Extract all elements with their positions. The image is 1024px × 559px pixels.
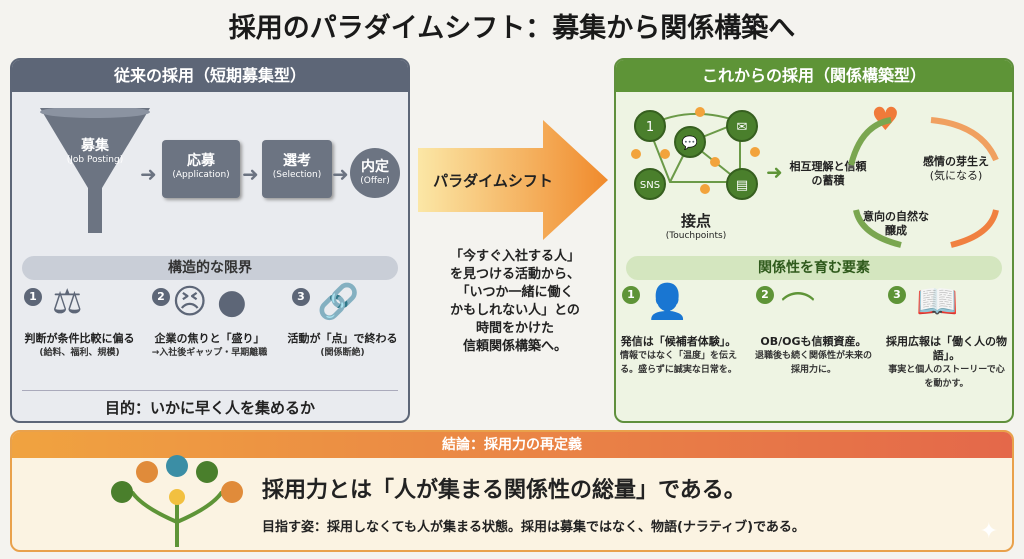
purpose-text: 目的：いかに早く人を集めるか [22,390,398,418]
traditional-header: 従来の採用（短期募集型） [12,60,408,92]
arrow-icon: ➜ [140,162,157,186]
mail-icon: ✉ [726,110,758,142]
book-icon: 📖 [916,282,959,322]
person-window-icon: 👤 [646,282,689,322]
sparkle-icon: ✦ [979,519,998,544]
conclusion-main: 採用力とは「人が集まる関係性の総量」である。 [262,478,746,503]
paradigm-shift-label: パラダイムシフト [433,172,553,190]
step-offer: 内定(Offer) [350,148,400,198]
paradigm-shift-arrow [418,120,608,240]
news-icon: ▤ [726,168,758,200]
sns-icon: SNS [634,168,666,200]
cycle-intent: 意向の自然な醸成 [863,210,929,237]
cycle-arrows [848,117,999,248]
step-selection: 選考(Selection) [262,140,332,198]
elements-band: 関係性を育む要素 [626,256,1002,280]
growing-network-icon [111,455,243,547]
stressed-face-icon: 😣 [172,282,208,322]
limit-item: 企業の焦りと「盛り」→入社後ギャップ・早期離職 [151,332,268,358]
broken-link-icon: 🔗 [317,282,360,322]
page-title: 採用のパラダイムシフト：募集から関係構築へ [228,13,796,44]
cycle-trust: 相互理解と信頼の蓄積 [789,160,867,187]
limit-item: 活動が「点」で終わる(関係断絶) [287,332,398,358]
bridge-icon: ⌒ [781,290,815,330]
limit-item: 判断が条件比較に偏る(給料、福利、規模) [24,332,135,358]
step-posting: 募集(Job Posting) [66,138,124,165]
arrow-icon: ➜ [766,160,783,184]
cycle-emotion: 感情の芽生え(気になる) [923,155,989,182]
number-badge: 2 [756,286,774,304]
chat-icon: 💬 [674,126,706,158]
conclusion-header: 結論：採用力の再定義 [12,432,1012,458]
limits-band: 構造的な限界 [22,256,398,280]
element-item: OB/OGも信頼資産。退職後も続く関係性が未来の採用力に。 [754,335,872,375]
number-badge: 1 [24,288,42,306]
conclusion-panel: 結論：採用力の再定義 採用力とは「人が集まる関係性の総量」である。 目指す姿：採… [10,430,1014,552]
element-item: 発信は「候補者体験」。情報ではなく「温度」を伝える。盛らずに誠実な日常を。 [619,335,737,375]
element-item: 採用広報は「働く人の物語」。事実と個人のストーリーで心を動かす。 [886,335,1007,389]
number-badge: 1 [622,286,640,304]
conclusion-sub: 目指す姿：採用しなくても人が集まる状態。採用は募集ではなく、物語(ナラティブ)で… [262,520,805,535]
traditional-panel: 従来の採用（短期募集型） 募集(Job Posting) ➜ 応募(Applic… [10,58,410,423]
touchpoints-label: 接点(Touchpoints) [665,212,727,241]
number-badge: 2 [152,288,170,306]
arrow-icon: ➜ [242,162,259,186]
number-badge: 3 [292,288,310,306]
arrow-icon: ➜ [332,162,349,186]
number-badge: 3 [888,286,906,304]
calendar-icon: 1 [634,110,666,142]
relationship-panel: これからの採用（関係構築型） 1 💬 ✉ SNS ▤ 接点(Touchpoint… [614,58,1014,423]
shift-description: 「今すぐ入社する人」を見つける活動から、「いつか一緒に働くかもしれない人」との時… [449,249,580,354]
step-application: 応募(Application) [162,140,240,198]
network-lines [631,107,760,194]
relationship-header: これからの採用（関係構築型） [616,60,1012,92]
balloon-icon: ● [217,282,247,322]
scale-icon: ⚖ [52,282,83,322]
funnel-icon [40,108,150,233]
